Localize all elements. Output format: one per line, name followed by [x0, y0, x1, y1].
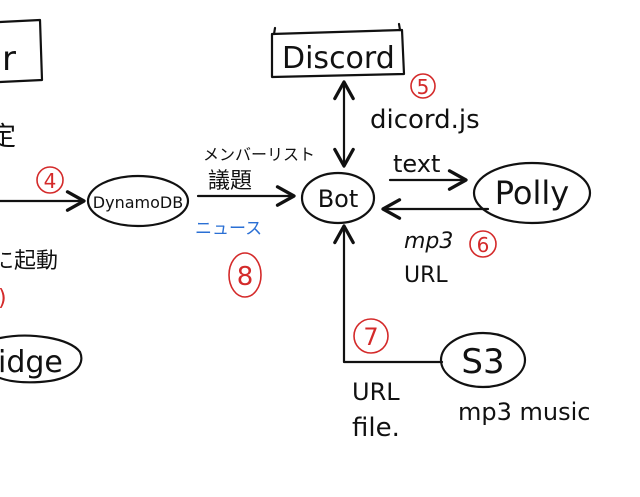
text-label: text: [393, 150, 440, 178]
s3-node-label: S3: [461, 342, 504, 382]
step-8-marker: 8: [228, 252, 262, 298]
discord-node: Discord: [270, 22, 406, 79]
s3-bot-arrow: [333, 224, 444, 364]
url-polly-label: URL: [404, 263, 448, 288]
step-7-marker: 7: [353, 318, 389, 354]
dynamodb-node-label: DynamoDB: [93, 193, 183, 212]
step-partial: ): [0, 286, 7, 311]
discordjs-label: dicord.js: [370, 105, 480, 135]
discord-node-label: Discord: [282, 41, 395, 76]
step-4-marker: 4: [36, 166, 64, 194]
news-label: ニュース: [195, 219, 262, 239]
kanji-fragment-mid: に起動: [0, 249, 58, 274]
kanji-fragment-top: 定: [0, 122, 16, 152]
mp3-music-label: mp3 music: [458, 398, 590, 426]
step-7-label: 7: [363, 323, 378, 351]
step-6-marker: 6: [469, 230, 497, 258]
polly-node: Polly: [472, 161, 592, 225]
step-5-label: 5: [417, 75, 430, 99]
step-6-label: 6: [477, 233, 490, 257]
mp3-label: mp3: [404, 229, 453, 254]
dynamodb-node: DynamoDB: [86, 174, 190, 228]
step-4-label: 4: [44, 169, 57, 193]
member-list-label: メンバーリスト: [203, 145, 315, 164]
polly-node-label: Polly: [495, 174, 569, 212]
bot-node-label: Bot: [318, 185, 359, 213]
topic-label: 議題: [208, 169, 252, 194]
partial-node-bridge: idge: [0, 334, 83, 384]
step-5-marker: 5: [410, 73, 436, 99]
bot-node: Bot: [300, 171, 376, 225]
partial-node-label: r: [2, 39, 16, 79]
url-s3-label: URL: [352, 378, 400, 406]
step-8-label: 8: [237, 262, 254, 292]
file-label: file.: [352, 413, 400, 443]
s3-node: S3: [439, 331, 527, 389]
bridge-node-label: idge: [0, 345, 63, 380]
partial-node-top-left: r: [0, 18, 44, 84]
